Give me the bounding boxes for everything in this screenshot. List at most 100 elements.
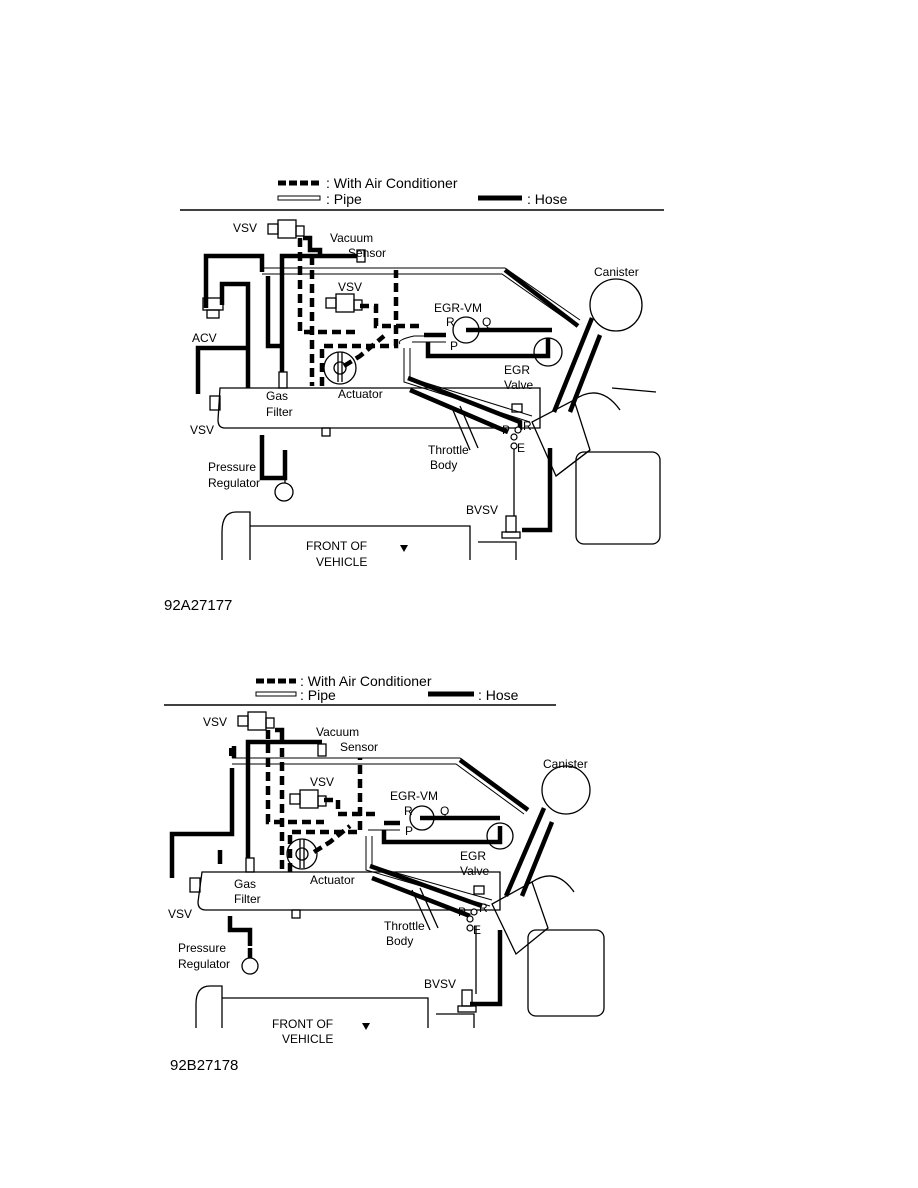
- label-front-of: FRONT OF: [306, 539, 367, 553]
- label-sensor: Sensor: [348, 246, 386, 260]
- engine-front-outline: [221, 511, 517, 560]
- label-egr: EGR: [460, 849, 486, 863]
- actuator-shape: [286, 838, 318, 870]
- legend-ac-label: : With Air Conditioner: [300, 673, 432, 689]
- label-acv: ACV: [192, 331, 217, 345]
- label-egr-vm: EGR-VM: [390, 789, 438, 803]
- figure-code: 92B27178: [170, 1057, 238, 1074]
- legend-pipe-swatch: [277, 195, 321, 201]
- legend-pipe-label: : Pipe: [326, 191, 362, 207]
- label-filter: Filter: [266, 405, 293, 419]
- acv-shape: [202, 297, 224, 319]
- label-egr: EGR: [504, 363, 530, 377]
- vacuum-diagram-1: : With Air Conditioner : Pipe : Hose: [0, 160, 918, 625]
- vacuum-sensor-shape: [356, 249, 366, 263]
- legend: : With Air Conditioner : Pipe : Hose: [255, 673, 519, 703]
- vsv-mid: [325, 293, 363, 313]
- pipes: [232, 757, 529, 907]
- legend-hose-label: : Hose: [527, 191, 568, 207]
- front-arrow-icon: [362, 1023, 370, 1030]
- label-actuator: Actuator: [338, 387, 383, 401]
- legend: : With Air Conditioner : Pipe : Hose: [277, 175, 568, 207]
- pressure-regulator-shape: [274, 482, 294, 502]
- label-pressure: Pressure: [178, 941, 226, 955]
- label-q: Q: [440, 804, 449, 818]
- legend-ac-label: : With Air Conditioner: [326, 175, 458, 191]
- label-port-e: E: [517, 441, 525, 455]
- engine-housing: [209, 371, 541, 437]
- label-port-r: R: [523, 419, 532, 433]
- label-sensor: Sensor: [340, 740, 378, 754]
- label-bvsv: BVSV: [466, 503, 498, 517]
- label-regulator: Regulator: [178, 957, 230, 971]
- label-egr-vm: EGR-VM: [434, 301, 482, 315]
- bvsv-shape: [501, 515, 521, 539]
- vsv-top: [237, 711, 275, 731]
- label-canister: Canister: [543, 757, 588, 771]
- ac-hoses: [297, 238, 420, 386]
- engine-housing: [189, 857, 501, 919]
- label-canister: Canister: [594, 265, 639, 279]
- label-port-r: R: [479, 901, 488, 915]
- egr-vm-shape: [409, 805, 435, 831]
- air-intake-duct: [491, 875, 605, 1017]
- canister-shape: [589, 278, 643, 332]
- label-gas: Gas: [234, 877, 256, 891]
- hoses: [195, 235, 603, 533]
- engine-front-outline: [195, 985, 475, 1028]
- egr-vm-shape: [452, 316, 480, 344]
- front-arrow-icon: [400, 545, 408, 552]
- label-q: Q: [482, 315, 491, 329]
- label-vacuum: Vacuum: [330, 231, 373, 245]
- vsv-mid: [289, 789, 327, 809]
- label-port-p: P: [502, 423, 510, 437]
- label-valve: Valve: [460, 864, 489, 878]
- label-vsv-left: VSV: [190, 423, 214, 437]
- vsv-top: [267, 219, 305, 239]
- egr-valve-shape: [486, 822, 514, 850]
- label-filter: Filter: [234, 892, 261, 906]
- label-body: Body: [430, 458, 457, 472]
- label-front-of: FRONT OF: [272, 1017, 333, 1031]
- label-gas: Gas: [266, 389, 288, 403]
- label-vsv-mid: VSV: [338, 280, 362, 294]
- label-body: Body: [386, 934, 413, 948]
- legend-pipe-swatch: [255, 691, 297, 697]
- label-vsv-left: VSV: [168, 907, 192, 921]
- figure-code: 92A27177: [164, 597, 232, 614]
- vacuum-diagram-2: : With Air Conditioner : Pipe : Hose: [0, 660, 918, 1085]
- vacuum-sensor-shape: [317, 743, 327, 757]
- label-vacuum: Vacuum: [316, 725, 359, 739]
- label-vsv-top: VSV: [233, 221, 257, 235]
- label-pressure: Pressure: [208, 460, 256, 474]
- label-vehicle: VEHICLE: [316, 555, 367, 569]
- label-vehicle: VEHICLE: [282, 1032, 333, 1046]
- label-throttle: Throttle: [384, 919, 425, 933]
- label-r: R: [404, 804, 413, 818]
- diagram-1-svg: : With Air Conditioner : Pipe : Hose: [164, 175, 664, 614]
- ac-hoses: [265, 730, 380, 872]
- canister-shape: [541, 765, 591, 815]
- throttle-flange: [451, 403, 523, 451]
- egr-valve-shape: [533, 337, 563, 367]
- label-port-e: E: [473, 923, 481, 937]
- legend-hose-label: : Hose: [478, 687, 519, 703]
- label-valve: Valve: [504, 378, 533, 392]
- label-bvsv: BVSV: [424, 977, 456, 991]
- throttle-ports: [510, 426, 522, 450]
- label-throttle: Throttle: [428, 443, 469, 457]
- label-p: P: [450, 339, 458, 353]
- hoses: [169, 727, 555, 1007]
- label-r: R: [446, 315, 455, 329]
- label-p: P: [405, 824, 413, 838]
- pressure-regulator-shape: [241, 957, 259, 975]
- actuator-shape: [323, 351, 357, 385]
- label-regulator: Regulator: [208, 476, 260, 490]
- bvsv-shape: [457, 989, 477, 1013]
- label-vsv-top: VSV: [203, 715, 227, 729]
- label-port-p: P: [458, 905, 466, 919]
- legend-pipe-label: : Pipe: [300, 687, 336, 703]
- label-actuator: Actuator: [310, 873, 355, 887]
- label-vsv-mid: VSV: [310, 775, 334, 789]
- throttle-flange: [411, 885, 485, 931]
